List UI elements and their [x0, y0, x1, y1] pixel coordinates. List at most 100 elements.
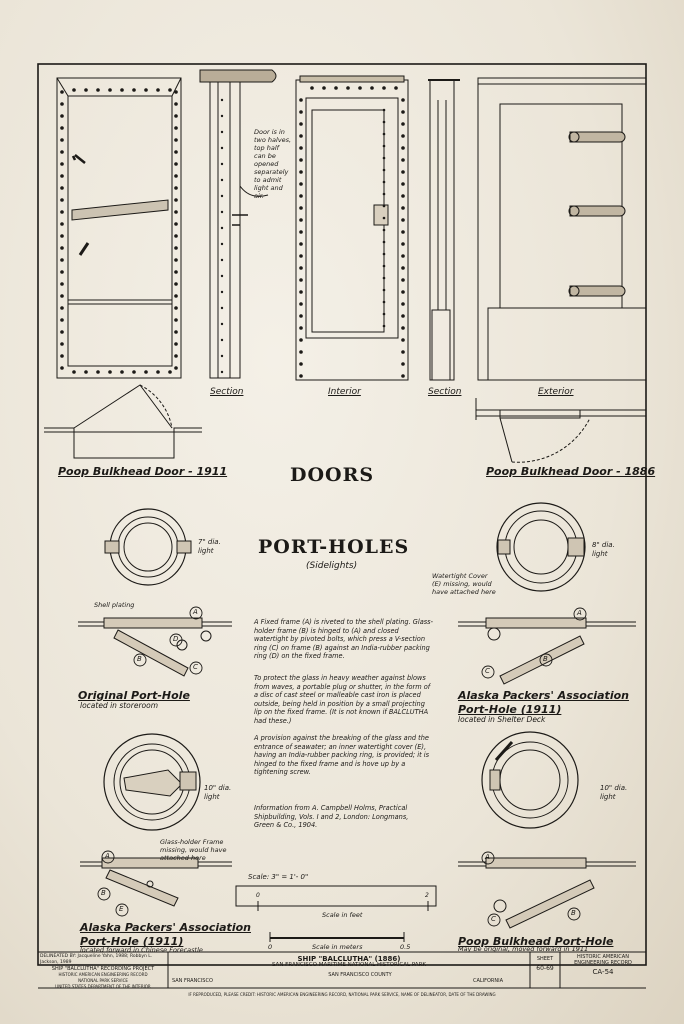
porthole-alaska-right-section — [458, 617, 636, 685]
rivet — [382, 144, 386, 148]
rivet — [401, 338, 405, 342]
rivet — [60, 138, 64, 142]
caption-poop-door-1911: Poop Bulkhead Door - 1911 — [58, 465, 228, 478]
caption-alaska-right-sub: located in Shelter Deck — [458, 715, 546, 724]
callout-c-right: C — [485, 667, 490, 675]
rivet — [346, 86, 350, 90]
rivet — [401, 110, 405, 114]
rivet — [174, 102, 178, 106]
rivet — [174, 318, 178, 322]
label-exterior: Exterior — [538, 387, 574, 397]
rivet — [174, 162, 178, 166]
rivet — [299, 326, 303, 330]
caption-original-porthole-sub: located in storeroom — [80, 701, 159, 710]
rivet — [60, 342, 64, 346]
rivet — [174, 306, 178, 310]
subtitle-sidelights: (Sidelights) — [306, 561, 358, 571]
rivet — [60, 270, 64, 274]
porthole-alaska-left-section — [80, 857, 232, 907]
rivet — [299, 290, 303, 294]
porthole-poop-section — [458, 857, 636, 929]
callout-b: B — [137, 655, 142, 663]
rivet — [60, 186, 64, 190]
rivet — [174, 126, 178, 130]
description-para-1: A Fixed frame (A) is riveted to the shel… — [254, 618, 433, 661]
rivet — [382, 204, 386, 208]
dia-10-left-label: 10" dia.light — [204, 784, 232, 801]
rivet — [299, 266, 303, 270]
rivet — [174, 174, 178, 178]
title-doors: DOORS — [290, 464, 375, 486]
rivet — [220, 194, 224, 198]
rivet — [60, 306, 64, 310]
rivet — [382, 264, 386, 268]
rivet — [156, 370, 160, 374]
rivet — [220, 162, 224, 166]
title-block-ship: SHIP "BALCLUTHA" (1886) SAN FRANCISCO MA… — [271, 955, 427, 969]
rivet — [401, 350, 405, 354]
rivet — [174, 330, 178, 334]
title-block-footer: IF REPRODUCED, PLEASE CREDIT: HISTORIC A… — [188, 992, 496, 997]
title-port-holes: PORT-HOLES — [258, 536, 410, 558]
rivet — [174, 210, 178, 214]
rivet — [132, 88, 136, 92]
caption-poop-door-1886: Poop Bulkhead Door - 1886 — [486, 465, 656, 478]
rivet — [382, 312, 386, 316]
rivet — [60, 174, 64, 178]
rivet — [401, 362, 405, 366]
rivet — [72, 370, 76, 374]
rivet — [174, 294, 178, 298]
rivet — [60, 234, 64, 238]
rivet — [60, 246, 64, 250]
scale-label: Scale: 3" = 1'- 0" — [248, 873, 309, 881]
rivet — [394, 86, 398, 90]
rivet — [96, 370, 100, 374]
rivet — [174, 234, 178, 238]
callout-a-right4: A — [485, 853, 490, 861]
rivet — [174, 114, 178, 118]
callout-e-left3: E — [119, 905, 124, 913]
rivet — [401, 302, 405, 306]
rivet — [299, 134, 303, 138]
rivet — [174, 150, 178, 154]
rivet — [174, 246, 178, 250]
rivet — [84, 88, 88, 92]
callout-b-right4: B — [571, 909, 576, 917]
door-1886-exterior — [477, 77, 647, 381]
rivet — [382, 192, 386, 196]
rivet — [108, 370, 112, 374]
rivet — [382, 108, 386, 112]
rivet — [299, 314, 303, 318]
rivet — [401, 266, 405, 270]
rivet — [382, 216, 386, 220]
callout-a: A — [193, 608, 198, 616]
rivet — [174, 282, 178, 286]
rivet — [299, 338, 303, 342]
rivet — [174, 270, 178, 274]
rivet — [299, 242, 303, 246]
rivet — [299, 374, 303, 378]
rivet — [174, 222, 178, 226]
scale-meter-tick-0: 0 — [268, 943, 273, 951]
door-1911-elevation — [56, 77, 182, 379]
rivet — [299, 230, 303, 234]
rivet — [382, 300, 386, 304]
rivet — [60, 90, 64, 94]
rivet — [382, 180, 386, 184]
rivet — [174, 366, 178, 370]
rivet — [60, 258, 64, 262]
sheet-border — [37, 63, 647, 966]
callout-c: C — [193, 663, 198, 671]
rivet — [220, 146, 224, 150]
description-para-3: A provision against the breaking of the … — [254, 734, 430, 777]
rivet — [310, 86, 314, 90]
rivet — [220, 258, 224, 262]
rivet — [174, 342, 178, 346]
rivet — [220, 290, 224, 294]
rivet — [299, 194, 303, 198]
rivet — [382, 132, 386, 136]
rivet — [174, 198, 178, 202]
rivet — [220, 98, 224, 102]
rivet — [220, 306, 224, 310]
